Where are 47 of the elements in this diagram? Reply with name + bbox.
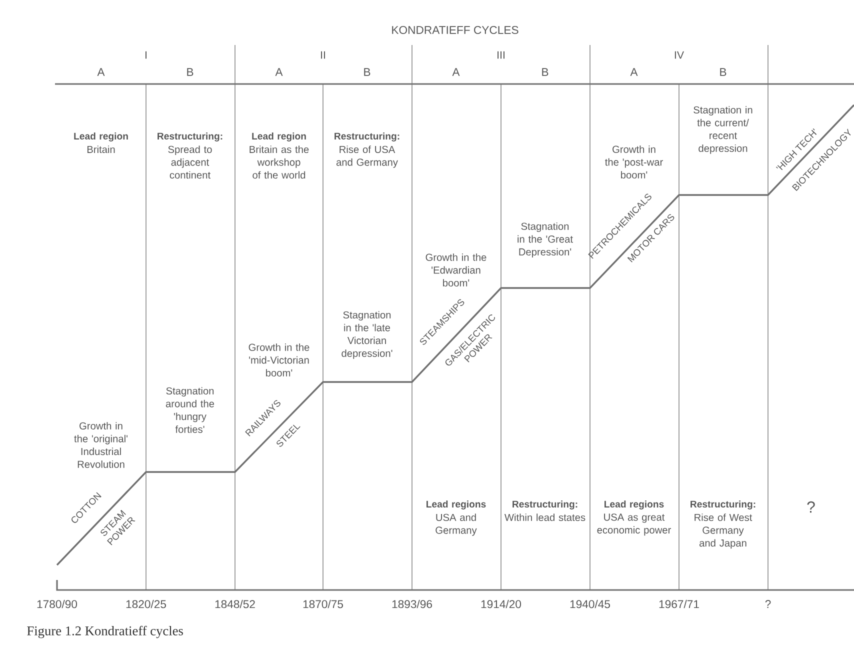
column-heading: Lead regions: [604, 500, 664, 510]
date-label: 1940/45: [570, 600, 610, 608]
phase-letter: A: [452, 68, 460, 76]
phase-letter: B: [720, 68, 726, 76]
cycle-number: III: [498, 51, 504, 59]
figure-caption: Figure 1.2 Kondratieff cycles: [27, 626, 183, 638]
phase-letter: A: [97, 68, 105, 76]
column-text: Rise of West Germany and Japan: [694, 514, 752, 549]
column-text: Britain: [87, 146, 115, 154]
column-heading: Lead regions: [426, 500, 486, 510]
phase-letter: B: [542, 68, 548, 76]
phase-text: Stagnation in the 'late Victorian depression': [342, 311, 392, 359]
column-heading: Restructuring:: [690, 500, 756, 510]
date-label: ?: [765, 600, 771, 608]
column-text: Within lead states: [504, 514, 586, 522]
phase-letter: A: [630, 68, 638, 76]
column-text: USA as great economic power: [597, 514, 671, 536]
date-label: 1848/52: [215, 600, 255, 608]
column-heading: Restructuring:: [158, 132, 222, 142]
column-heading: Restructuring:: [334, 132, 400, 142]
phase-text: Growth in the 'post-war boom': [605, 145, 663, 179]
chart-title: KONDRATIEFF CYCLES: [392, 26, 518, 34]
column-heading: Restructuring:: [512, 500, 578, 510]
phase-text: Growth in the 'mid-Victorian boom': [248, 343, 310, 377]
question-mark: ?: [807, 501, 815, 513]
cycle-number: II: [321, 51, 325, 59]
phase-text: Stagnation in the current/ recent depression: [694, 106, 752, 154]
date-label: 1870/75: [303, 600, 343, 608]
column-heading: Lead region: [252, 132, 306, 142]
column-text: Rise of USA and Germany: [336, 146, 398, 168]
phase-letter: B: [364, 68, 370, 76]
date-label: 1780/90: [37, 600, 78, 608]
phase-text: Growth in the 'Edwardian boom': [426, 253, 486, 287]
date-label: 1893/96: [392, 600, 432, 608]
phase-text: Stagnation in the 'Great Depression': [518, 222, 573, 258]
column-heading: Lead region: [74, 132, 128, 142]
date-label: 1967/71: [659, 600, 699, 608]
column-text: Britain as the workshop of the world: [250, 146, 309, 179]
date-label: 1914/20: [481, 600, 522, 608]
column-text: USA and Germany: [436, 514, 477, 536]
phase-letter: B: [187, 68, 194, 76]
date-label: 1820/25: [126, 600, 166, 608]
column-text: Spread to adjacent continent: [168, 146, 212, 179]
phase-text: Growth in the 'original' Industrial Revolution: [74, 422, 128, 468]
phase-letter: A: [275, 68, 283, 76]
cycle-number: IV: [674, 51, 684, 59]
phase-text: Stagnation around the 'hungry forties': [166, 387, 214, 433]
